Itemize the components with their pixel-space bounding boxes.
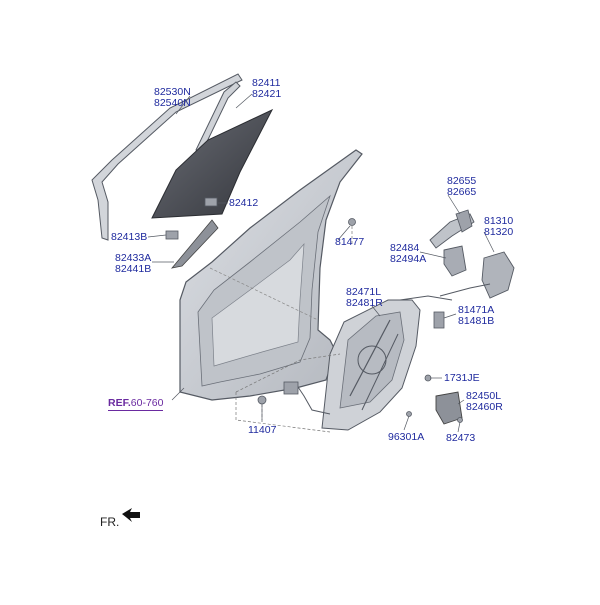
part-number: 81481B <box>458 315 495 327</box>
part-number: 96301A <box>388 431 425 443</box>
label-81477: 81477 <box>335 237 364 248</box>
reference-prefix: REF. <box>108 397 131 409</box>
part-number: 82484 <box>390 242 420 254</box>
label-82484: 82484 82494A <box>390 243 426 265</box>
part-number: 82411 <box>252 77 281 89</box>
arrow-front-icon <box>122 508 140 522</box>
part-number: 81310 <box>484 215 514 227</box>
door-glass-part <box>151 108 274 219</box>
door-panel-part <box>179 149 363 401</box>
part-number: 82473 <box>446 432 476 444</box>
part-number: 81477 <box>335 236 365 248</box>
part-number: 82540N <box>154 97 191 109</box>
label-11407: 11407 <box>248 425 276 436</box>
label-81471a: 81471A 81481B <box>458 305 494 327</box>
part-number: 82433A <box>115 252 152 264</box>
part-number: 82494A <box>390 253 427 265</box>
label-82413b: 82413B <box>111 232 147 243</box>
part-number: 82450L <box>466 390 502 402</box>
part-number: 82665 <box>447 186 477 198</box>
part-number: 82460R <box>466 401 503 413</box>
label-82471l: 82471L 82481R <box>346 287 383 309</box>
regulator-motor-part <box>435 391 463 425</box>
outside-handle-bracket-part <box>429 209 475 249</box>
latch-rod-part <box>433 311 445 329</box>
label-96301a: 96301A <box>388 432 424 443</box>
label-82412: 82412 <box>229 198 258 209</box>
label-82433a: 82433A 82441B <box>115 253 151 275</box>
part-number: 81320 <box>484 226 514 238</box>
leader-lines <box>147 93 495 433</box>
part-number: 82655 <box>447 175 477 187</box>
glass-pad-part <box>165 197 218 240</box>
inside-handle-part <box>443 245 467 277</box>
reference-code: 60-760 <box>130 397 164 409</box>
weatherstrip-part <box>91 73 243 241</box>
part-number: 1731JE <box>444 372 480 384</box>
part-number: 82481R <box>346 297 383 309</box>
label-82473: 82473 <box>446 433 475 444</box>
part-number: 82413B <box>111 231 148 243</box>
part-number: 11407 <box>248 424 277 436</box>
label-82530n: 82530N 82540N <box>154 87 191 109</box>
label-82450l: 82450L 82460R <box>466 391 503 413</box>
front-direction-label: FR. <box>100 515 120 529</box>
label-82411: 82411 82421 <box>252 78 281 100</box>
window-regulator-part <box>321 299 421 431</box>
part-number: 81471A <box>458 304 495 316</box>
part-number: 82471L <box>346 286 382 298</box>
part-number: 82530N <box>154 86 191 98</box>
reference-link[interactable]: REF.60-760 <box>108 397 164 411</box>
label-81310: 81310 81320 <box>484 216 513 238</box>
part-number: 82412 <box>229 197 259 209</box>
label-82655: 82655 82665 <box>447 176 476 198</box>
part-number: 82421 <box>252 88 282 100</box>
label-1731je: 1731JE <box>444 373 480 384</box>
delta-moulding-part <box>170 219 219 269</box>
part-number: 82441B <box>115 263 152 275</box>
wiring-harness-part <box>283 381 331 415</box>
door-latch-part <box>399 251 515 301</box>
